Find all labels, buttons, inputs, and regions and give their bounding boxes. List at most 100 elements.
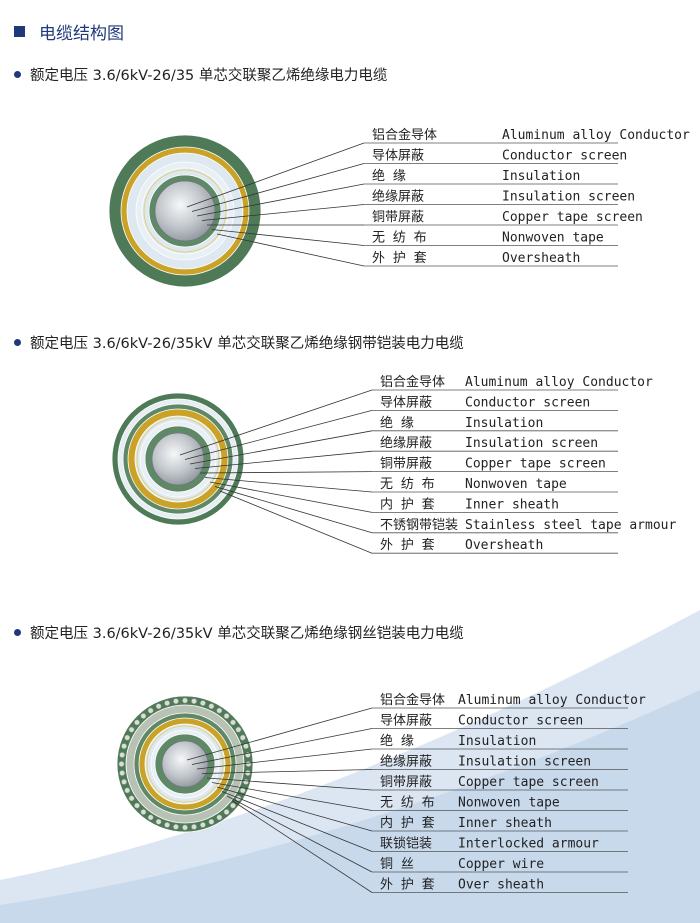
bullet-icon (14, 70, 21, 78)
layer-label-cn: 铝合金导体 (380, 692, 445, 708)
copper-wire (191, 824, 197, 830)
leader-line (186, 707, 373, 761)
copper-wire (200, 822, 206, 828)
layer-label-cn: 绝缘屏蔽 (372, 189, 424, 205)
copper-wire (119, 770, 125, 776)
copper-band-highlight (146, 725, 224, 803)
layer-label-cn: 铜带屏蔽 (380, 775, 432, 790)
layer-label-en: Copper tape screen (502, 210, 643, 225)
layer-label-en: Copper tape screen (465, 457, 606, 472)
layer-label-cn: 内 护 套 (380, 496, 435, 512)
layer-label-en: Nonwoven tape (458, 796, 560, 811)
copper-wire (235, 726, 242, 733)
leader-line (201, 769, 373, 774)
layer-row: 外 护 套 Oversheath (216, 233, 618, 267)
leader-line (186, 142, 365, 208)
layer-label-en: Oversheath (502, 251, 580, 266)
section-3-heading-text: 额定电压 3.6/6kV-26/35kV 单芯交联聚乙烯绝缘钢丝铠装电力电缆 (30, 625, 464, 642)
conductor-core (154, 180, 216, 242)
layer-label-cn: 铜带屏蔽 (380, 457, 432, 472)
copper-wire (121, 743, 127, 749)
layer-label-cn: 绝 缘 (372, 168, 406, 184)
layer-label-cn: 内 护 套 (380, 815, 435, 831)
copper-wire (121, 779, 127, 785)
copper-wire (119, 752, 125, 758)
section-2-heading-text: 额定电压 3.6/6kV-26/35kV 单芯交联聚乙烯绝缘钢带铠装电力电缆 (30, 335, 464, 352)
layer-row: 铜带屏蔽 Copper tape screen (199, 457, 618, 474)
layer-row: 铝合金导体 Aluminum alloy Conductor (186, 692, 646, 761)
layer-label-cn: 无 纺 布 (380, 796, 435, 811)
copper-wire (147, 814, 154, 821)
leader-line (179, 389, 373, 456)
copper-wire (124, 734, 131, 741)
layer-label-en: Inner sheath (465, 497, 559, 512)
leader-line (184, 410, 373, 460)
layer-label-en: Insulation (458, 734, 536, 749)
section-1-heading-text: 额定电压 3.6/6kV-26/35 单芯交联聚乙烯绝缘电力电缆 (30, 67, 388, 84)
page-title-text: 电缆结构图 (39, 23, 124, 44)
layer-label-en: Insulation (502, 169, 580, 184)
layer-label-cn: 铜带屏蔽 (372, 210, 424, 225)
copper-wire (173, 698, 179, 704)
bullet-icon (14, 628, 21, 636)
layer-label-en: Stainless steel tape armour (465, 518, 676, 533)
leader-line (199, 471, 373, 474)
leader-line (219, 490, 373, 554)
leader-line (226, 795, 373, 873)
copper-wire (134, 802, 140, 809)
copper-wire (243, 779, 249, 785)
leader-line (214, 486, 373, 534)
leader-line (204, 477, 373, 493)
copper-wire (230, 802, 236, 809)
layer-row: 导体屏蔽 Conductor screen (191, 149, 627, 212)
copper-wire (128, 795, 135, 802)
leader-line (191, 728, 373, 765)
layer-label-en: Nonwoven tape (502, 231, 604, 246)
copper-wire (208, 818, 215, 825)
layer-label-cn: 铝合金导体 (372, 127, 437, 143)
section-2-heading: 额定电压 3.6/6kV-26/35kV 单芯交联聚乙烯绝缘钢带铠装电力电缆 (14, 332, 464, 352)
copper-wire (155, 703, 162, 710)
layer-row: 铜带屏蔽 Copper tape screen (207, 210, 643, 226)
layer-label-en: Over sheath (458, 878, 544, 893)
layer-label-cn: 无 纺 布 (372, 231, 427, 246)
layer-label-cn: 导体屏蔽 (372, 149, 424, 164)
layer-label-en: Conductor screen (502, 149, 627, 164)
copper-wire (191, 698, 197, 704)
copper-wire (147, 707, 154, 714)
layer-label-cn: 外 护 套 (372, 250, 427, 266)
leader-line (221, 791, 373, 852)
copper-wire (118, 761, 125, 767)
layer-label-cn: 无 纺 布 (380, 477, 435, 492)
layer-label-en: Copper wire (458, 857, 544, 872)
layer-label-en: Aluminum alloy Conductor (458, 693, 646, 708)
copper-wire (140, 713, 147, 719)
layer-label-cn: 外 护 套 (380, 537, 435, 553)
layer-row: 无 纺 布 Nonwoven tape (211, 229, 618, 246)
copper-wire (245, 761, 252, 767)
layer-label-en: Conductor screen (465, 395, 590, 410)
layer-label-cn: 铝合金导体 (380, 374, 445, 390)
copper-wire (140, 809, 147, 815)
copper-wire (216, 707, 223, 714)
copper-wire (223, 809, 230, 815)
layer-label-en: Nonwoven tape (465, 477, 567, 492)
copper-wire (216, 814, 223, 821)
layer-label-cn: 导体屏蔽 (380, 714, 432, 729)
leader-line (211, 229, 365, 246)
layer-label-en: Insulation screen (458, 755, 591, 770)
layer-label-en: Interlocked armour (458, 837, 599, 852)
leader-line (189, 430, 373, 465)
copper-wire (164, 822, 170, 828)
layer-label-cn: 导体屏蔽 (380, 395, 432, 410)
leader-line (211, 782, 373, 811)
layer-label-en: Copper tape screen (458, 775, 599, 790)
layer-label-cn: 绝缘屏蔽 (380, 435, 432, 451)
